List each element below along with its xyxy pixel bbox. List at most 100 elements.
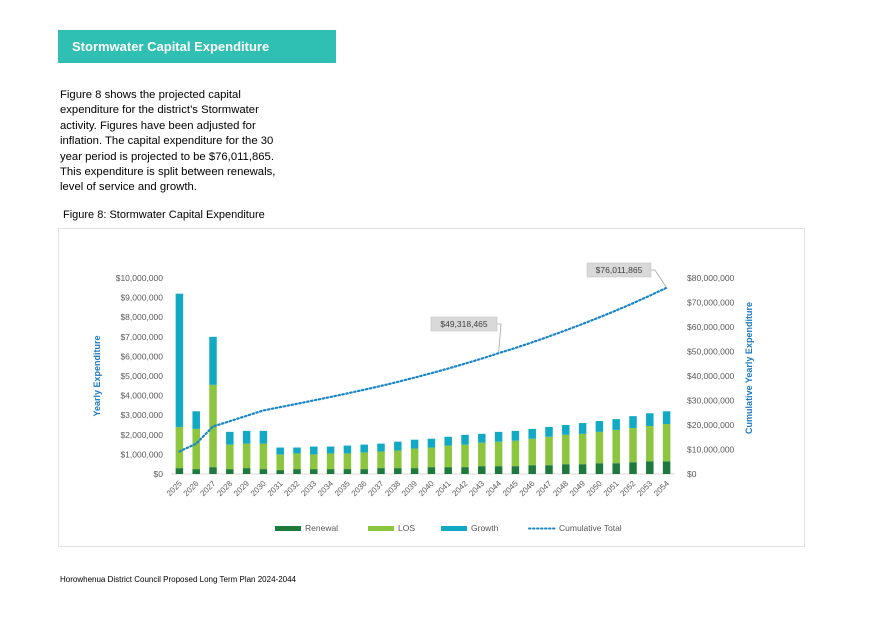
bar-renewal-2026	[192, 469, 200, 474]
bar-los-2035	[343, 453, 352, 470]
x-tick-label: 2030	[249, 479, 268, 498]
bar-renewal-2051	[612, 463, 620, 474]
chart-container: $0 $1,000,000 $2,000,000 $3,000,000 $4,000,0…	[58, 228, 805, 547]
x-tick-label: 2048	[551, 479, 570, 498]
y-tick-label: $3,000,000	[120, 410, 163, 420]
bar-growth-2026	[192, 411, 200, 429]
y2-tick-label: $70,000,000	[687, 298, 735, 308]
bar-renewal-2045	[511, 466, 520, 474]
y-tick-label: $0	[154, 469, 164, 479]
y2-tick-label: $80,000,000	[687, 273, 735, 283]
bar-los-2031	[276, 454, 284, 471]
bar-renewal-2031	[276, 470, 284, 474]
figure-caption: Figure 8: Stormwater Capital Expenditure	[63, 209, 265, 221]
bar-los-2029	[242, 443, 251, 469]
bar-los-2028	[226, 444, 234, 470]
legend-swatch-renewal	[275, 526, 301, 531]
bar-renewal-2049	[578, 464, 587, 474]
bar-growth-2034	[326, 446, 335, 454]
x-tick-label: 2042	[450, 479, 469, 498]
y-tick-label: $1,000,000	[120, 449, 163, 459]
bar-los-2047	[545, 436, 553, 466]
bar-growth-2035	[343, 445, 352, 454]
x-tick-label: 2046	[518, 479, 537, 498]
legend-label: Growth	[471, 523, 499, 533]
bar-growth-2041	[444, 436, 452, 446]
y-tick-label: $7,000,000	[120, 332, 163, 342]
y2-tick-label: $0	[687, 469, 697, 479]
bar-los-2046	[528, 438, 536, 466]
bar-los-2040	[427, 447, 436, 468]
bar-los-2052	[629, 427, 637, 463]
y2-tick-label: $50,000,000	[687, 347, 735, 357]
x-tick-label: 2027	[198, 479, 217, 498]
bar-los-2041	[444, 445, 452, 468]
y2-tick-label: $10,000,000	[687, 445, 735, 455]
callout-label: $49,318,465	[440, 319, 488, 329]
bar-growth-2043	[478, 433, 486, 443]
bar-renewal-2030	[259, 469, 268, 474]
bar-renewal-2034	[326, 469, 335, 474]
x-tick-label: 2050	[585, 479, 604, 498]
section-banner: Stormwater Capital Expenditure	[58, 30, 336, 63]
chart-svg: $0 $1,000,000 $2,000,000 $3,000,000 $4,000,0…	[92, 262, 754, 533]
bar-renewal-2041	[444, 467, 452, 474]
bar-los-2030	[259, 443, 268, 470]
y-tick-label: $4,000,000	[120, 391, 163, 401]
bar-growth-2047	[545, 426, 553, 437]
x-tick-label: 2041	[434, 479, 453, 498]
y-tick-label: $2,000,000	[120, 430, 163, 440]
bar-los-2050	[595, 431, 604, 464]
bar-los-2042	[461, 444, 469, 468]
x-tick-label: 2052	[618, 479, 637, 498]
bar-renewal-2028	[226, 469, 234, 474]
legend-label: Cumulative Total	[559, 523, 622, 533]
x-tick-label: 2044	[484, 479, 503, 498]
bar-growth-2039	[410, 439, 419, 449]
bar-renewal-2025	[175, 468, 184, 474]
bar-los-2025	[175, 426, 184, 469]
bar-los-2033	[310, 454, 318, 470]
y2-tick-label: $30,000,000	[687, 396, 735, 406]
y-tick-label: $10,000,000	[116, 273, 164, 283]
x-tick-label: 2031	[266, 479, 285, 498]
bar-los-2038	[394, 450, 402, 469]
bar-growth-2053	[646, 413, 654, 426]
x-tick-label: 2036	[350, 479, 369, 498]
bar-renewal-2033	[310, 469, 318, 474]
legend-swatch-growth	[441, 526, 467, 531]
bar-los-2045	[511, 440, 520, 467]
bar-renewal-2054	[662, 461, 671, 474]
bar-los-2036	[360, 452, 368, 470]
bar-growth-2050	[595, 421, 604, 432]
bar-los-2044	[494, 441, 503, 467]
bar-growth-2027	[209, 336, 217, 385]
bar-los-2026	[192, 428, 200, 470]
bar-growth-2031	[276, 447, 284, 455]
y2-tick-label: $60,000,000	[687, 322, 735, 332]
bar-growth-2048	[562, 425, 570, 435]
y-tick-label: $8,000,000	[120, 312, 163, 322]
x-tick-label: 2028	[215, 479, 234, 498]
y2-axis-title: Cumulative Yearly Expenditure	[744, 302, 754, 434]
y-tick-label: $9,000,000	[120, 293, 163, 303]
cumulative-total-line	[178, 286, 668, 453]
bar-renewal-2052	[629, 462, 637, 474]
bar-growth-2042	[461, 434, 469, 445]
bar-growth-2052	[629, 416, 637, 428]
callout-leader	[497, 323, 502, 354]
y-tick-label: $6,000,000	[120, 351, 163, 361]
bar-renewal-2050	[595, 463, 604, 474]
bar-los-2039	[410, 448, 419, 469]
bar-los-2051	[612, 429, 620, 464]
x-tick-label: 2033	[299, 479, 318, 498]
legend-swatch-los	[368, 526, 394, 531]
bar-los-2043	[478, 442, 486, 467]
x-tick-label: 2045	[501, 479, 520, 498]
x-tick-label: 2043	[467, 479, 486, 498]
x-tick-label: 2047	[534, 479, 553, 498]
bar-growth-2054	[662, 411, 671, 425]
bar-los-2037	[377, 451, 385, 469]
bar-renewal-2038	[394, 468, 402, 474]
x-tick-label: 2032	[282, 479, 301, 498]
